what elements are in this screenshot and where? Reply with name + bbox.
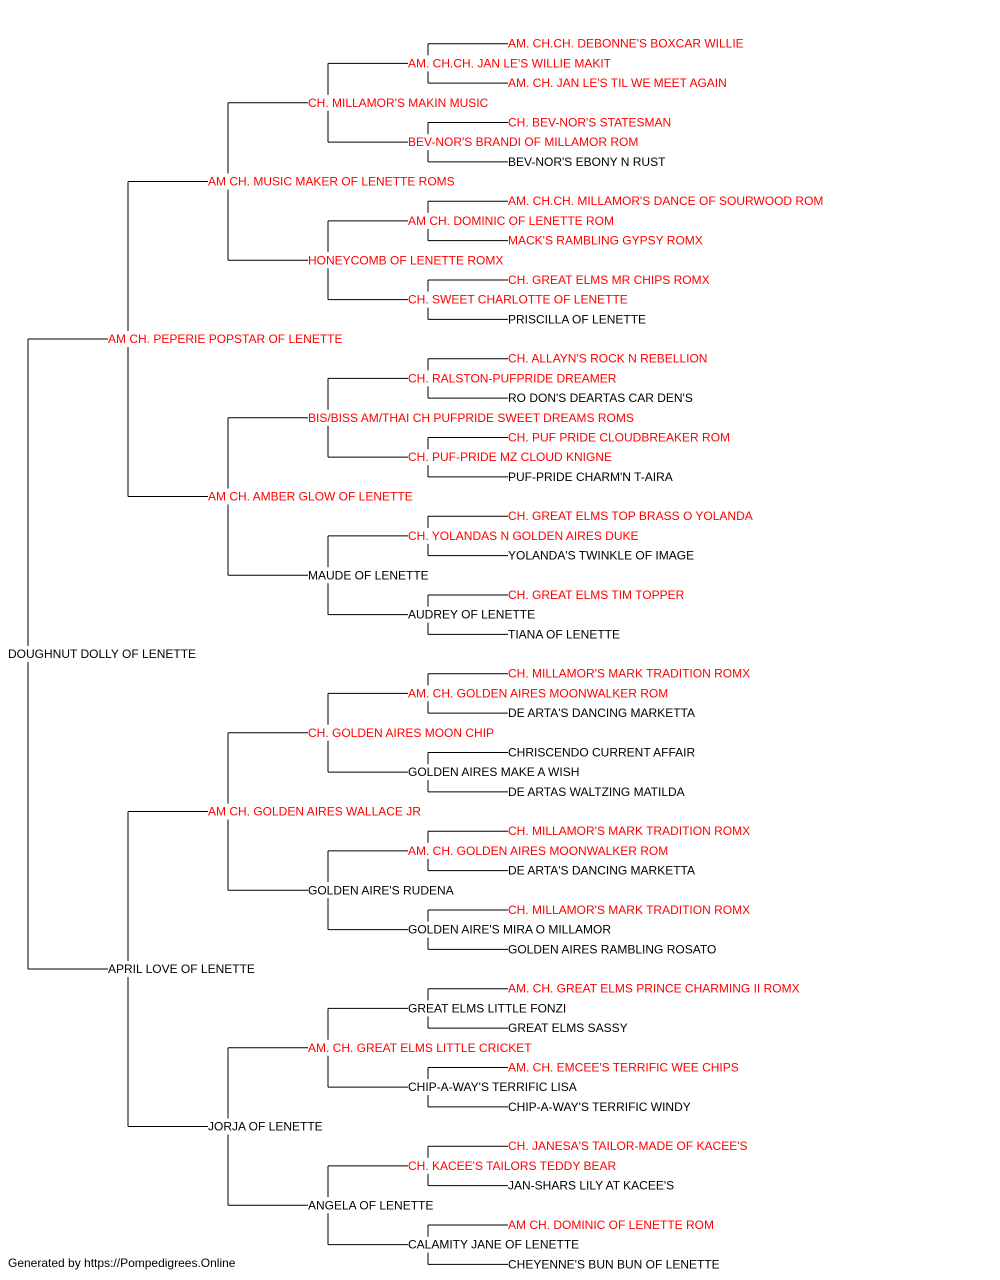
ancestor-name: CH. RALSTON-PUFPRIDE DREAMER bbox=[408, 371, 617, 385]
subject-dog-name: DOUGHNUT DOLLY OF LENETTE bbox=[8, 647, 196, 661]
ancestor-name: AM CH. GOLDEN AIRES WALLACE JR bbox=[208, 805, 421, 819]
ancestor-name: CH. JANESA'S TAILOR-MADE OF KACEE'S bbox=[508, 1139, 748, 1153]
ancestor-name: PUF-PRIDE CHARM'N T-AIRA bbox=[508, 470, 673, 484]
ancestor-name: AM. CH. GOLDEN AIRES MOONWALKER ROM bbox=[408, 686, 668, 700]
ancestor-name: CH. PUF PRIDE CLOUDBREAKER ROM bbox=[508, 430, 730, 444]
ancestor-name: PRISCILLA OF LENETTE bbox=[508, 312, 646, 326]
ancestor-name: CHRISCENDO CURRENT AFFAIR bbox=[508, 745, 695, 759]
ancestor-name: HONEYCOMB OF LENETTE ROMX bbox=[308, 253, 503, 267]
ancestor-name: GOLDEN AIRES MAKE A WISH bbox=[408, 765, 579, 779]
ancestor-name: CH. GREAT ELMS TIM TOPPER bbox=[508, 588, 685, 602]
ancestor-name: AM. CH. GOLDEN AIRES MOONWALKER ROM bbox=[408, 844, 668, 858]
ancestor-name: AM. CH.CH. MILLAMOR'S DANCE OF SOURWOOD … bbox=[508, 194, 823, 208]
ancestor-name: CH. BEV-NOR'S STATESMAN bbox=[508, 115, 671, 129]
ancestor-name: CH. MILLAMOR'S MARK TRADITION ROMX bbox=[508, 903, 750, 917]
ancestor-name: APRIL LOVE OF LENETTE bbox=[108, 962, 255, 976]
ancestor-name: AM. CH.CH. DEBONNE'S BOXCAR WILLIE bbox=[508, 37, 744, 51]
ancestor-name: YOLANDA'S TWINKLE OF IMAGE bbox=[508, 549, 694, 563]
ancestor-name: JORJA OF LENETTE bbox=[208, 1120, 323, 1134]
ancestor-name: AM. CH. GREAT ELMS LITTLE CRICKET bbox=[308, 1041, 532, 1055]
ancestor-name: GOLDEN AIRES RAMBLING ROSATO bbox=[508, 942, 716, 956]
ancestor-name: GREAT ELMS LITTLE FONZI bbox=[408, 1001, 566, 1015]
ancestor-name: AM. CH. JAN LE'S TIL WE MEET AGAIN bbox=[508, 76, 727, 90]
ancestor-name: CH. ALLAYN'S ROCK N REBELLION bbox=[508, 352, 707, 366]
ancestor-name: AM CH. PEPERIE POPSTAR OF LENETTE bbox=[108, 332, 343, 346]
ancestor-name: ANGELA OF LENETTE bbox=[308, 1198, 433, 1212]
ancestor-name: CHIP-A-WAY'S TERRIFIC LISA bbox=[408, 1080, 577, 1094]
ancestor-name: CHEYENNE'S BUN BUN OF LENETTE bbox=[508, 1257, 720, 1271]
ancestor-name: GREAT ELMS SASSY bbox=[508, 1021, 628, 1035]
ancestor-name: CH. YOLANDAS N GOLDEN AIRES DUKE bbox=[408, 529, 639, 543]
ancestor-name: DE ARTAS WALTZING MATILDA bbox=[508, 785, 685, 799]
ancestor-name: TIANA OF LENETTE bbox=[508, 627, 620, 641]
ancestor-name: BIS/BISS AM/THAI CH PUFPRIDE SWEET DREAM… bbox=[308, 411, 634, 425]
ancestor-name: CHIP-A-WAY'S TERRIFIC WINDY bbox=[508, 1100, 691, 1114]
ancestor-name: RO DON'S DEARTAS CAR DEN'S bbox=[508, 391, 693, 405]
ancestor-name: AM. CH.CH. JAN LE'S WILLIE MAKIT bbox=[408, 56, 612, 70]
ancestor-name: GOLDEN AIRE'S MIRA O MILLAMOR bbox=[408, 923, 611, 937]
ancestor-name: DE ARTA'S DANCING MARKETTA bbox=[508, 864, 695, 878]
ancestor-name: BEV-NOR'S BRANDI OF MILLAMOR ROM bbox=[408, 135, 638, 149]
ancestor-name: BEV-NOR'S EBONY N RUST bbox=[508, 155, 666, 169]
ancestor-name: CALAMITY JANE OF LENETTE bbox=[408, 1238, 579, 1252]
ancestor-name: CH. PUF-PRIDE MZ CLOUD KNIGNE bbox=[408, 450, 612, 464]
ancestor-name: AM CH. AMBER GLOW OF LENETTE bbox=[208, 490, 413, 504]
footer-credit: Generated by https://Pompedigrees.Online bbox=[8, 1256, 236, 1270]
ancestor-name: GOLDEN AIRE'S RUDENA bbox=[308, 883, 454, 897]
ancestor-name: CH. GREAT ELMS TOP BRASS O YOLANDA bbox=[508, 509, 753, 523]
ancestor-name: MAUDE OF LENETTE bbox=[308, 568, 429, 582]
ancestor-name: CH. KACEE'S TAILORS TEDDY BEAR bbox=[408, 1159, 616, 1173]
ancestor-name: MACK'S RAMBLING GYPSY ROMX bbox=[508, 234, 703, 248]
ancestor-name: AM CH. DOMINIC OF LENETTE ROM bbox=[508, 1218, 714, 1232]
ancestor-name: JAN-SHARS LILY AT KACEE'S bbox=[508, 1179, 674, 1193]
ancestor-name: CH. MILLAMOR'S MARK TRADITION ROMX bbox=[508, 667, 750, 681]
ancestor-name: CH. GREAT ELMS MR CHIPS ROMX bbox=[508, 273, 710, 287]
ancestor-name: AM CH. MUSIC MAKER OF LENETTE ROMS bbox=[208, 175, 455, 189]
ancestor-name: CH. MILLAMOR'S MARK TRADITION ROMX bbox=[508, 824, 750, 838]
ancestor-name: AM CH. DOMINIC OF LENETTE ROM bbox=[408, 214, 614, 228]
ancestor-name: AUDREY OF LENETTE bbox=[408, 608, 535, 622]
ancestor-name: CH. MILLAMOR'S MAKIN MUSIC bbox=[308, 96, 489, 110]
ancestor-name: DE ARTA'S DANCING MARKETTA bbox=[508, 706, 695, 720]
ancestor-name: CH. GOLDEN AIRES MOON CHIP bbox=[308, 726, 494, 740]
ancestor-name: AM. CH. EMCEE'S TERRIFIC WEE CHIPS bbox=[508, 1060, 739, 1074]
ancestor-name: CH. SWEET CHARLOTTE OF LENETTE bbox=[408, 293, 628, 307]
ancestor-name: AM. CH. GREAT ELMS PRINCE CHARMING II RO… bbox=[508, 982, 800, 996]
